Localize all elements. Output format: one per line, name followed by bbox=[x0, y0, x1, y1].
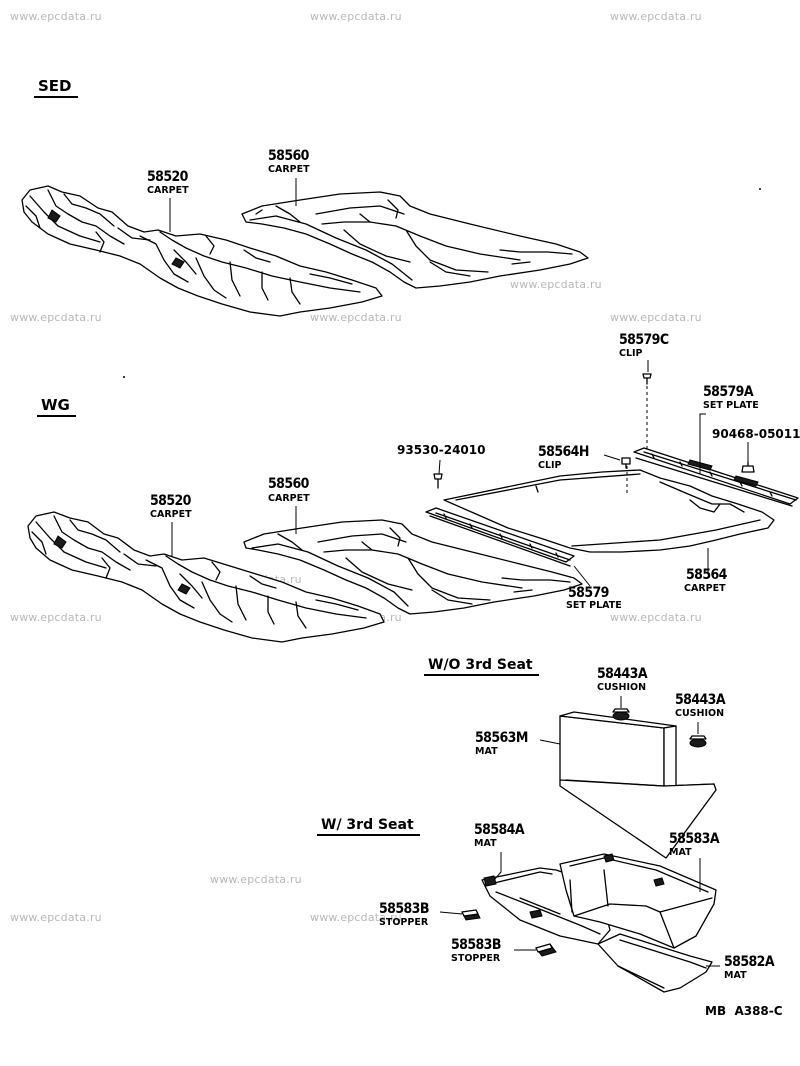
watermark: www.epcdata.ru bbox=[310, 911, 402, 924]
leader-lines bbox=[169, 178, 749, 967]
part-name: CARPET bbox=[147, 185, 189, 196]
part-number: 58563M bbox=[475, 730, 528, 746]
watermark: www.epcdata.ru bbox=[610, 311, 702, 324]
part-name: MAT bbox=[724, 970, 747, 981]
part-name: CARPET bbox=[150, 509, 192, 520]
part-name: CARPET bbox=[268, 493, 310, 504]
section-heading-sed: SED bbox=[34, 77, 77, 98]
wg-fasteners-drawing bbox=[433, 373, 755, 489]
part-name: CARPET bbox=[268, 164, 310, 175]
part-number: 58564 bbox=[686, 567, 727, 583]
part-number: 58579 bbox=[568, 585, 609, 601]
part-number: 58579A bbox=[703, 384, 754, 400]
wg-cargo-carpet-drawing bbox=[443, 466, 775, 553]
part-number: 93530-24010 bbox=[397, 443, 486, 457]
speck bbox=[123, 376, 125, 378]
part-number: 90468-05011 bbox=[712, 427, 800, 441]
part-number: 58560 bbox=[268, 148, 309, 164]
diagram-code: MB A388-C bbox=[705, 1004, 783, 1018]
watermark: www.epcdata.ru bbox=[10, 611, 102, 624]
watermark: www.epcdata.ru bbox=[10, 10, 102, 23]
watermark: www.epcdata.ru bbox=[10, 311, 102, 324]
part-number: 58560 bbox=[268, 476, 309, 492]
speck bbox=[759, 188, 761, 190]
wg-front-carpet-drawing bbox=[27, 511, 385, 643]
part-name: CUSHION bbox=[597, 682, 647, 693]
part-name: MAT bbox=[474, 838, 497, 849]
watermark: www.epcdata.ru bbox=[610, 611, 702, 624]
part-name: CARPET bbox=[684, 583, 726, 594]
wg-set-plate-58579-drawing bbox=[425, 507, 575, 567]
part-number: 58583A bbox=[669, 831, 720, 847]
part-name: CLIP bbox=[619, 348, 643, 359]
part-name: SET PLATE bbox=[703, 400, 759, 411]
wg-set-plate-58579a-drawing bbox=[633, 447, 799, 507]
watermark: www.epcdata.ru bbox=[210, 873, 302, 886]
part-number: 58583B bbox=[451, 937, 501, 953]
watermark: www.epcdata.ru bbox=[610, 10, 702, 23]
part-number: 58582A bbox=[724, 954, 775, 970]
part-number: 58579C bbox=[619, 332, 669, 348]
part-number: 58583B bbox=[379, 901, 429, 917]
part-name: MAT bbox=[669, 847, 692, 858]
watermark: www.epcdata.ru bbox=[10, 911, 102, 924]
part-name: CLIP bbox=[538, 460, 562, 471]
wg-rear-carpet-drawing bbox=[243, 519, 583, 615]
part-name: CUSHION bbox=[675, 708, 725, 719]
section-heading-w-3rd-seat: W/ 3rd Seat bbox=[317, 817, 420, 836]
watermark: www.epcdata.ru bbox=[310, 311, 402, 324]
section-heading-wo-3rd-seat: W/O 3rd Seat bbox=[424, 657, 539, 676]
part-name: MAT bbox=[475, 746, 498, 757]
sed-rear-carpet-drawing bbox=[241, 191, 589, 289]
w-mats-drawing bbox=[461, 853, 717, 993]
watermark: www.epcdata.ru bbox=[310, 10, 402, 23]
part-number: 58584A bbox=[474, 822, 525, 838]
part-name: SET PLATE bbox=[566, 600, 622, 611]
wo-mat-58563m-drawing bbox=[559, 708, 717, 859]
part-number: 58520 bbox=[150, 493, 191, 509]
part-name: STOPPER bbox=[451, 953, 501, 964]
part-number: 58443A bbox=[675, 692, 726, 708]
watermark: www.epcdata.ru bbox=[510, 278, 602, 291]
part-number: 58564H bbox=[538, 444, 589, 460]
section-heading-wg: WG bbox=[37, 396, 76, 417]
part-number: 58520 bbox=[147, 169, 188, 185]
part-number: 58443A bbox=[597, 666, 648, 682]
sed-front-carpet-drawing bbox=[21, 185, 383, 317]
part-name: STOPPER bbox=[379, 917, 429, 928]
